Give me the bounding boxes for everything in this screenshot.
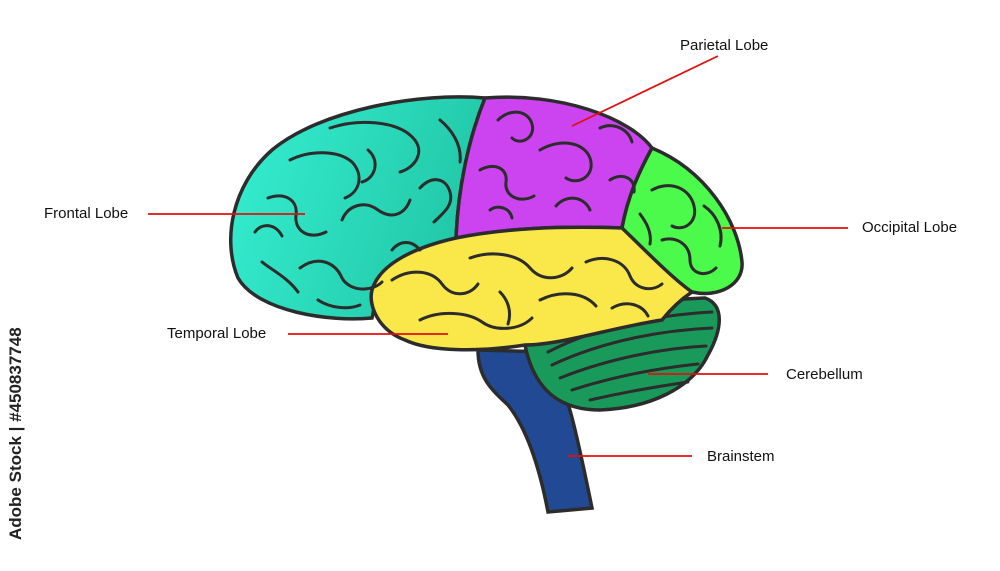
leader-lines (148, 55, 848, 457)
cerebellum-label: Cerebellum (786, 366, 863, 383)
temporal-lobe-region (369, 225, 696, 352)
stock-watermark-id: Adobe Stock | #450837748 (6, 327, 25, 540)
brainstem-label: Brainstem (707, 448, 775, 465)
temporal-lobe-label: Temporal Lobe (167, 325, 267, 342)
frontal-lobe-label: Frontal Lobe (44, 205, 129, 222)
parietal-leader-line (571, 55, 719, 127)
gyri-lines (253, 110, 723, 330)
occipital-lobe-label: Occipital Lobe (862, 219, 958, 236)
parietal-lobe-label: Parietal Lobe (680, 37, 769, 54)
